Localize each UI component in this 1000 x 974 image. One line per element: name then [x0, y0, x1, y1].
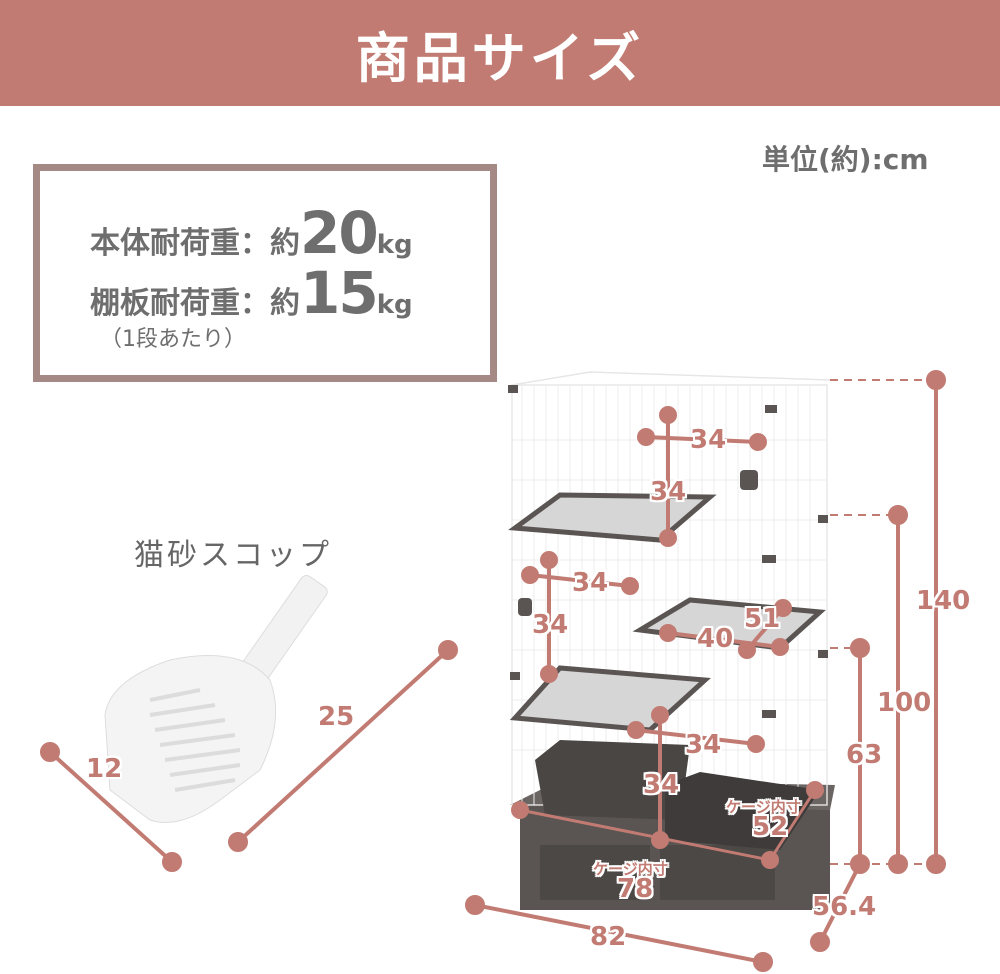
shelf-width-label: 40: [697, 624, 734, 654]
header-banner: 商品サイズ: [0, 0, 1000, 106]
shelf-depth-label: 51: [744, 604, 781, 634]
height-100-label: 100: [877, 688, 932, 718]
total-height-label: 140: [916, 586, 971, 616]
shelf-load-note: （1段あたり）: [100, 327, 246, 352]
scoop-length-label: 25: [318, 702, 355, 732]
mid-section-height-label: 34: [532, 610, 569, 640]
body-load-value: 20: [300, 199, 379, 267]
load-capacity-box: 本体耐荷重：約20kg 棚板耐荷重：約15kg （1段あたり）: [33, 164, 497, 382]
body-load-label: 本体耐荷重：約: [90, 226, 300, 261]
bottom-section-width-label: 34: [685, 730, 722, 760]
depth-label: 56.4: [812, 892, 877, 922]
height-63-label: 63: [846, 740, 883, 770]
shelf-load-unit: kg: [376, 290, 413, 320]
inner-width-label: 78: [617, 874, 654, 904]
body-load-capacity: 本体耐荷重：約20kg: [90, 199, 413, 267]
mid-section-width-label: 34: [572, 568, 609, 598]
width-label: 82: [590, 922, 627, 952]
inner-width-caption: ケージ内寸: [593, 860, 668, 878]
scoop-width-label: 12: [86, 754, 123, 784]
page-title: 商品サイズ: [355, 26, 645, 90]
top-section-width-label: 34: [690, 425, 727, 455]
shelf-load-label: 棚板耐荷重：約: [90, 286, 300, 321]
top-section-height-label: 34: [650, 477, 687, 507]
unit-label: 単位(約):cm: [762, 143, 929, 176]
inner-depth-label: 52: [752, 812, 789, 842]
litter-scoop-image: [104, 575, 328, 823]
bottom-section-height-label: 34: [643, 770, 680, 800]
inner-depth-caption: ケージ内寸: [726, 798, 801, 816]
shelf-load-capacity: 棚板耐荷重：約15kg: [90, 259, 413, 327]
body-load-unit: kg: [376, 230, 413, 260]
scoop-title: 猫砂スコップ: [134, 538, 332, 573]
shelf-load-value: 15: [300, 259, 379, 327]
